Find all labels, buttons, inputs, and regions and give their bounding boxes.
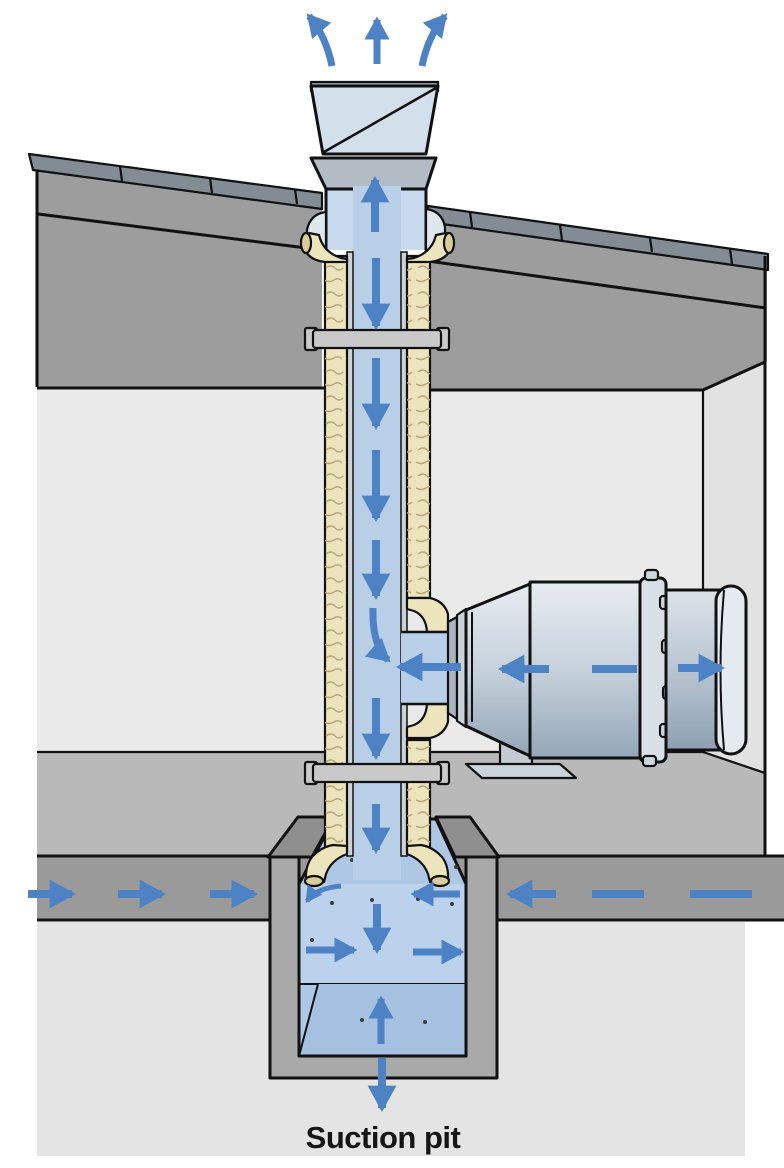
exhaust-duct xyxy=(299,80,456,888)
roof xyxy=(27,152,770,857)
insulation-right-upper-texture xyxy=(407,256,430,598)
pit-arrow-curl xyxy=(304,883,342,904)
caption-suction-pit: Suction pit xyxy=(305,1120,461,1155)
exhaust-arrow-up-right xyxy=(418,13,448,67)
storm-collar xyxy=(309,156,438,191)
fan-base-plate xyxy=(464,762,578,780)
attic-mass-right xyxy=(428,221,767,390)
insulation-right-lower-texture xyxy=(407,740,430,848)
insulation-cap-bottom-right xyxy=(429,874,451,888)
shingle-strip-left xyxy=(27,152,324,211)
fascia-line-right xyxy=(427,259,767,310)
shingle-notches-right xyxy=(468,211,734,265)
shingle-notches-left xyxy=(118,165,299,205)
vent-cap xyxy=(309,84,440,156)
insulation-cap-top-right xyxy=(442,231,456,255)
fascia-line-left xyxy=(37,212,323,252)
duct-collar-lower xyxy=(303,760,451,786)
pit-back-face xyxy=(299,884,466,984)
insulation-cap-top-left xyxy=(299,231,313,255)
tee-branch-edges xyxy=(401,630,448,706)
tee-arrow-curve-down xyxy=(364,607,391,663)
airflow-arrows xyxy=(28,13,752,1113)
vent-cap-diagonal xyxy=(323,86,437,154)
pit-concrete-walls xyxy=(268,855,499,1080)
exhaust-arrow-up-left xyxy=(306,13,336,67)
pit-floor-edge-line xyxy=(298,983,319,1057)
insulation-left-texture xyxy=(325,256,347,848)
duct-collar-upper xyxy=(303,326,451,352)
insulation-cap-bottom-left xyxy=(303,874,325,888)
